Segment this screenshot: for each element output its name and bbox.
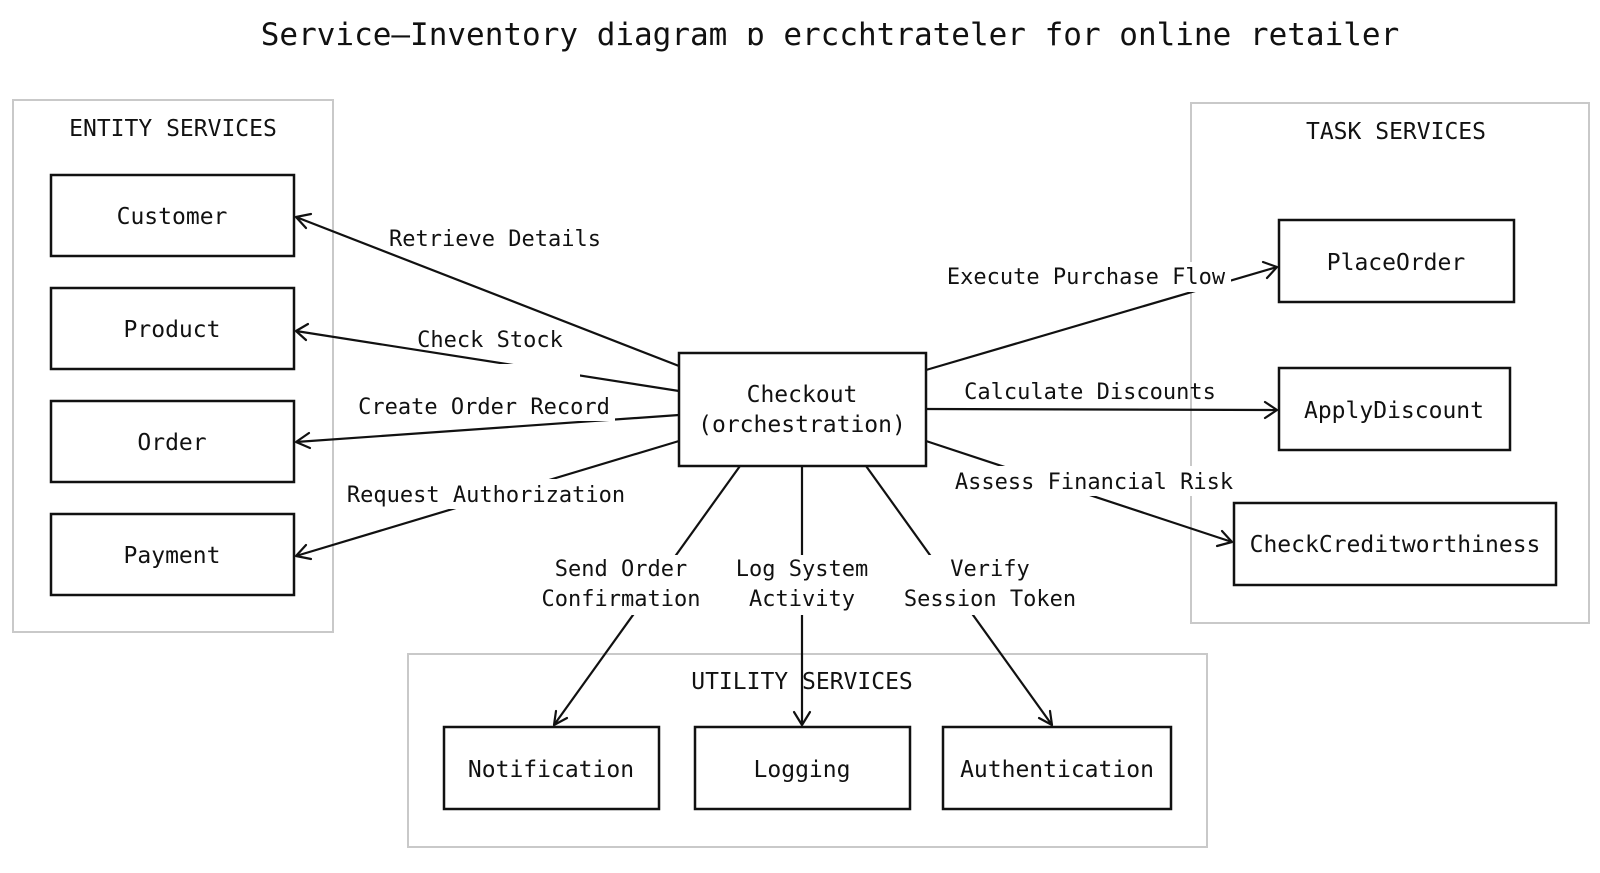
edge-label-request-authorization: Request Authorization xyxy=(347,483,625,508)
edge-label-send-order-line2: Confirmation xyxy=(542,587,701,612)
diagram-title: Service–Inventory diagram ɒ ercchtratele… xyxy=(261,17,1399,53)
product-node: Product xyxy=(49,286,296,371)
payment-node-label: Payment xyxy=(124,543,221,569)
product-node-label: Product xyxy=(124,317,221,343)
task-services-title: TASK SERVICES xyxy=(1306,119,1486,145)
logging-node: Logging xyxy=(693,725,912,811)
notification-node-label: Notification xyxy=(468,757,634,783)
edge-label-check-stock: Check Stock xyxy=(417,328,563,353)
logging-node-label: Logging xyxy=(754,757,851,783)
checkcreditworthiness-node: CheckCreditworthiness xyxy=(1232,501,1558,587)
utility-services-frame xyxy=(407,653,1208,848)
customer-node-label: Customer xyxy=(117,204,228,230)
edge-label-send-order-line1: Send Order xyxy=(555,557,687,582)
authentication-node-label: Authentication xyxy=(960,757,1154,783)
edge-label-log-activity-line2: Activity xyxy=(749,587,855,612)
edge-label-calculate-discounts: Calculate Discounts xyxy=(964,380,1216,405)
edge-label-execute-purchase-flow: Execute Purchase Flow xyxy=(947,265,1226,290)
edge-label-retrieve-details: Retrieve Details xyxy=(389,227,601,252)
edge-label-create-order-record: Create Order Record xyxy=(358,395,610,420)
checkout-node: Checkout (orchestration) xyxy=(677,351,928,468)
authentication-node: Authentication xyxy=(941,725,1173,811)
utility-services-title: UTILITY SERVICES xyxy=(691,669,913,695)
entity-services-title: ENTITY SERVICES xyxy=(69,116,277,142)
applydiscount-node-label: ApplyDiscount xyxy=(1304,398,1484,424)
checkout-node-title: Checkout xyxy=(747,382,858,408)
checkcreditworthiness-node-label: CheckCreditworthiness xyxy=(1250,532,1541,558)
order-node: Order xyxy=(49,399,296,484)
edge-label-log-activity-line1: Log System xyxy=(736,557,868,582)
checkout-node-subtitle: (orchestration) xyxy=(698,412,906,438)
edge-label-verify-token-line1: Verify xyxy=(950,557,1029,582)
placeorder-node: PlaceOrder xyxy=(1277,218,1516,304)
payment-node: Payment xyxy=(49,512,296,597)
applydiscount-node: ApplyDiscount xyxy=(1277,366,1512,452)
placeorder-node-label: PlaceOrder xyxy=(1327,250,1465,276)
task-services-frame xyxy=(1190,102,1590,624)
edge-create-order-record xyxy=(294,413,680,450)
edge-calculate-discounts xyxy=(925,400,1279,420)
edge-label-verify-token-line2: Session Token xyxy=(904,587,1076,612)
order-node-label: Order xyxy=(137,430,206,456)
edge-label-assess-financial-risk: Assess Financial Risk xyxy=(955,470,1233,495)
edge-check-stock xyxy=(294,322,680,393)
customer-node: Customer xyxy=(49,173,296,258)
notification-node: Notification xyxy=(442,725,661,811)
edge-retrieve-details xyxy=(294,212,680,368)
entity-services-frame xyxy=(12,99,334,633)
